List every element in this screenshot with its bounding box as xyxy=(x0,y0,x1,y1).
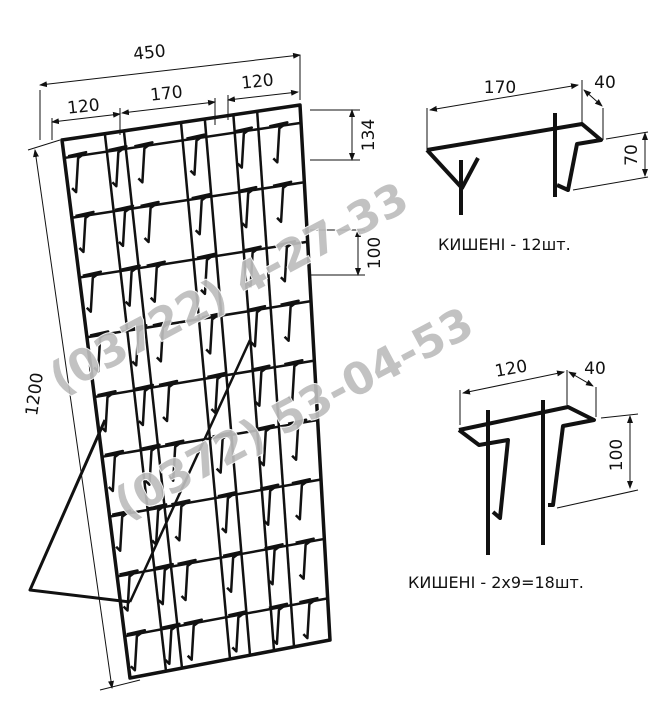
rack-pocket xyxy=(146,260,166,303)
rack-pocket xyxy=(147,503,168,546)
rack-pocket xyxy=(269,121,289,164)
rack-pocket xyxy=(134,383,155,427)
pocket-small-height: 100 xyxy=(607,439,627,471)
dim-width-total: 450 xyxy=(132,41,166,64)
rack-pocket xyxy=(222,550,243,594)
dim-width-left: 120 xyxy=(66,95,100,118)
rack-pocket xyxy=(191,192,211,236)
rack-pocket xyxy=(152,320,173,363)
rack-pocket xyxy=(134,141,154,184)
rack-dimensions xyxy=(27,52,365,691)
rack-pocket xyxy=(196,252,217,296)
rack-pocket xyxy=(291,477,312,521)
rack-pocket xyxy=(287,418,308,461)
rack-shelf-bar xyxy=(79,240,308,279)
rack-vertical-wire xyxy=(103,133,168,672)
rack-pocket xyxy=(264,543,284,586)
rack-pocket xyxy=(119,569,139,612)
rack-pocket xyxy=(272,180,293,224)
rack-support-leg xyxy=(28,419,131,604)
dim-width-center: 170 xyxy=(149,82,183,105)
rack-pocket xyxy=(242,245,262,288)
rack-pocket xyxy=(141,443,161,486)
rack-pocket xyxy=(299,596,319,640)
rack-pocket xyxy=(284,359,304,402)
rack-vertical-wire xyxy=(232,114,276,651)
rack-pocket xyxy=(251,364,271,407)
rack-pocket xyxy=(158,379,179,423)
rack-pocket xyxy=(127,324,148,367)
pocket-large-width: 170 xyxy=(484,78,516,98)
pocket-small-caption: КИШЕНІ - 2х9=18шт. xyxy=(408,573,584,592)
dim-width-right: 120 xyxy=(240,70,274,93)
rack-pocket xyxy=(121,264,141,307)
rack-vertical-wire xyxy=(255,111,296,647)
rack-shelf-bar xyxy=(116,537,325,578)
rack-pocket xyxy=(259,483,280,527)
rack-pocket xyxy=(276,240,297,283)
rack-pocket xyxy=(126,629,147,672)
dim-pocket-spacing: 100 xyxy=(365,237,385,269)
rack-vertical-wire xyxy=(122,130,184,669)
rack-pocket xyxy=(201,312,222,355)
rack-shelf-bar xyxy=(101,418,318,459)
pocket-large-drawing: 170 40 70 КИШЕНІ - 12шт. xyxy=(425,73,649,254)
rack-pocket xyxy=(237,185,258,229)
rack-pocket xyxy=(111,509,132,552)
rack-pocket xyxy=(161,622,181,666)
rack-pocket xyxy=(295,537,315,580)
rack-shelf-bar xyxy=(109,478,322,518)
pocket-small-drawing: 120 40 100 КИШЕНІ - 2х9=18шт. xyxy=(408,356,639,592)
pocket-large-height: 70 xyxy=(622,144,642,166)
rack-pocket xyxy=(164,439,185,482)
rack-pocket xyxy=(255,423,276,467)
rack-shelf-bar xyxy=(124,597,328,638)
pocket-small-depth: 40 xyxy=(584,359,606,379)
rack-pocket xyxy=(177,558,197,602)
rack-pocket xyxy=(246,304,267,348)
rack-pocket xyxy=(217,490,238,534)
rack-vertical-wire xyxy=(179,122,232,660)
rack-pocket xyxy=(108,144,128,188)
dim-pocket-pitch: 134 xyxy=(359,119,379,151)
pocket-large-caption: КИШЕНІ - 12шт. xyxy=(438,235,571,254)
rack-pocket xyxy=(154,562,174,606)
rack-pocket xyxy=(171,499,191,542)
rack-pocket xyxy=(268,602,289,646)
rack-pocket xyxy=(233,126,254,169)
dim-height-total: 1200 xyxy=(22,371,48,417)
rack-shelf-bar xyxy=(86,299,312,339)
rack-pocket xyxy=(186,133,206,176)
rack-pocket xyxy=(228,610,248,653)
rack-pocket xyxy=(212,431,232,474)
pocket-large-depth: 40 xyxy=(594,73,616,93)
rack-support-brace xyxy=(128,339,252,603)
rack-shelf-bar xyxy=(94,359,315,399)
pocket-small-width: 120 xyxy=(493,356,528,381)
rack-pocket xyxy=(280,299,300,343)
rack-pocket xyxy=(183,618,203,661)
rack-pocket xyxy=(207,371,227,415)
rack-pocket xyxy=(114,204,135,248)
rack-pocket xyxy=(140,200,160,244)
